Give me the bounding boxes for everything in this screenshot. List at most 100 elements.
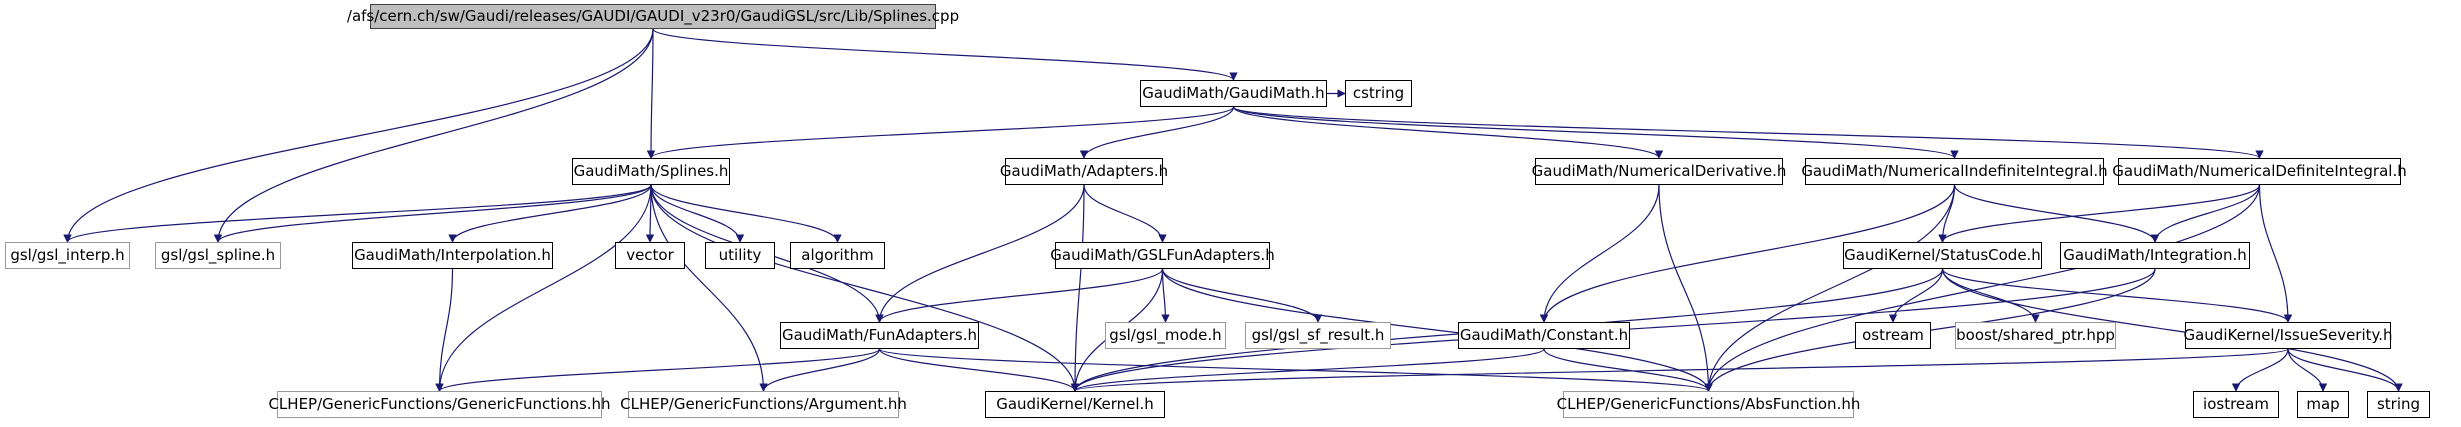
graph-edge-splines-to-gslspline bbox=[213, 184, 652, 243]
graph-node-label: GaudiMath/Interpolation.h bbox=[354, 246, 551, 264]
graph-node-vector[interactable]: vector bbox=[615, 242, 685, 269]
graph-node-label: gsl/gsl_interp.h bbox=[10, 246, 125, 264]
graph-node-label: boost/shared_ptr.hpp bbox=[1956, 326, 2115, 344]
graph-node-label: vector bbox=[626, 246, 674, 264]
graph-node-label: GaudiMath/NumericalDefiniteIntegral.h bbox=[2112, 162, 2407, 180]
graph-node-map[interactable]: map bbox=[2297, 391, 2349, 418]
graph-edge-funadapters-to-kernel bbox=[878, 348, 1080, 392]
graph-node-root[interactable]: /afs/cern.ch/sw/Gaudi/releases/GAUDI/GAU… bbox=[347, 4, 959, 29]
graph-edge-adapters-to-funadapters bbox=[875, 184, 1085, 323]
graph-edge-numdef-to-integration bbox=[2150, 184, 2261, 243]
graph-edge-funadapters-to-absfunction bbox=[878, 348, 1713, 392]
graph-edge-numdef-to-absfunction bbox=[1704, 184, 2261, 392]
graph-edge-splines-to-utility bbox=[650, 184, 745, 243]
graph-node-interpolation[interactable]: GaudiMath/Interpolation.h bbox=[352, 242, 553, 269]
graph-node-label: CLHEP/GenericFunctions/AbsFunction.hh bbox=[1556, 395, 1861, 413]
graph-node-label: cstring bbox=[1352, 84, 1405, 102]
graph-edge-numindef-to-constant bbox=[1539, 184, 1956, 323]
graph-node-label: GaudiMath/Adapters.h bbox=[999, 162, 1169, 180]
graph-node-label: GaudiKernel/StatusCode.h bbox=[1844, 246, 2041, 264]
graph-node-label: GaudiMath/GaudiMath.h bbox=[1142, 84, 1325, 102]
graph-node-label: iostream bbox=[2203, 395, 2269, 413]
graph-edge-constant-to-kernel bbox=[1070, 348, 1545, 392]
graph-edge-splines-to-algorithm bbox=[650, 184, 842, 243]
graph-node-label: GaudiMath/NumericalIndefiniteIntegral.h bbox=[1801, 162, 2108, 180]
graph-edge-splines-to-argument bbox=[650, 184, 768, 392]
graph-edge-adapters-to-gslfunad bbox=[1083, 184, 1167, 243]
graph-edge-issuesev-to-string bbox=[2287, 348, 2403, 392]
graph-node-statuscode[interactable]: GaudiKernel/StatusCode.h bbox=[1843, 242, 2042, 269]
graph-node-label: gsl/gsl_mode.h bbox=[1109, 326, 1222, 344]
graph-node-genericfun[interactable]: CLHEP/GenericFunctions/GenericFunctions.… bbox=[268, 391, 611, 418]
graph-node-gslmode[interactable]: gsl/gsl_mode.h bbox=[1105, 322, 1226, 349]
graph-node-label: CLHEP/GenericFunctions/GenericFunctions.… bbox=[268, 395, 611, 413]
graph-node-gaudimath[interactable]: GaudiMath/GaudiMath.h bbox=[1140, 80, 1327, 107]
graph-node-label: gsl/gsl_sf_result.h bbox=[1251, 326, 1385, 344]
graph-edge-gaudimath-to-numderiv bbox=[1232, 106, 1664, 159]
graph-node-numderiv[interactable]: GaudiMath/NumericalDerivative.h bbox=[1532, 158, 1786, 185]
graph-edge-issuesev-to-iostream bbox=[2231, 348, 2289, 392]
graph-node-label: GaudiKernel/Kernel.h bbox=[996, 395, 1154, 413]
graph-edge-statuscode-to-ostream bbox=[1888, 268, 1944, 323]
graph-edge-integration-to-absfunction bbox=[1704, 268, 2156, 392]
graph-node-integration[interactable]: GaudiMath/Integration.h bbox=[2060, 242, 2250, 269]
graph-edge-issuesev-to-kernel bbox=[1071, 348, 2289, 392]
graph-edge-splines-to-gslinterp bbox=[63, 184, 652, 243]
graph-node-argument[interactable]: CLHEP/GenericFunctions/Argument.hh bbox=[620, 391, 907, 418]
graph-node-label: utility bbox=[718, 246, 762, 264]
graph-node-label: GaudiMath/FunAdapters.h bbox=[781, 326, 977, 344]
graph-node-label: CLHEP/GenericFunctions/Argument.hh bbox=[620, 395, 907, 413]
graph-edge-numderiv-to-constant bbox=[1539, 184, 1660, 323]
graph-edge-root-to-gslinterp bbox=[63, 28, 654, 243]
graph-edge-adapters-to-kernel bbox=[1070, 184, 1085, 392]
graph-edge-gslfunad-to-gslmode bbox=[1161, 268, 1170, 323]
graph-node-ostream[interactable]: ostream bbox=[1855, 322, 1931, 349]
graph-node-cstring[interactable]: cstring bbox=[1345, 80, 1412, 107]
graph-node-numindef[interactable]: GaudiMath/NumericalIndefiniteIntegral.h bbox=[1801, 158, 2108, 185]
graph-node-absfunction[interactable]: CLHEP/GenericFunctions/AbsFunction.hh bbox=[1557, 391, 1860, 418]
graph-edge-numderiv-to-absfunction bbox=[1658, 184, 1713, 392]
graph-node-gslspline[interactable]: gsl/gsl_spline.h bbox=[155, 242, 281, 269]
graph-node-label: GaudiKernel/IssueSeverity.h bbox=[2183, 326, 2393, 344]
graph-node-issuesev[interactable]: GaudiKernel/IssueSeverity.h bbox=[2183, 322, 2393, 349]
graph-edge-root-to-splines bbox=[646, 28, 656, 159]
graph-edge-root-to-gslspline bbox=[213, 28, 654, 243]
graph-node-label: GaudiMath/Splines.h bbox=[573, 162, 729, 180]
graph-node-gslfunad[interactable]: GaudiMath/GSLFunAdapters.h bbox=[1050, 242, 1275, 269]
graph-edge-gaudimath-to-numindef bbox=[1232, 106, 1959, 159]
graph-node-label: /afs/cern.ch/sw/Gaudi/releases/GAUDI/GAU… bbox=[346, 7, 960, 25]
graph-edge-gaudimath-to-numdef bbox=[1232, 106, 2264, 159]
graph-node-label: map bbox=[2306, 395, 2340, 413]
graph-edge-gslfunad-to-gslsfresult bbox=[1161, 268, 1323, 323]
graph-edge-funadapters-to-argument bbox=[759, 348, 881, 392]
graph-node-algorithm[interactable]: algorithm bbox=[790, 242, 885, 269]
graph-node-utility[interactable]: utility bbox=[705, 242, 775, 269]
graph-node-gslinterp[interactable]: gsl/gsl_interp.h bbox=[5, 242, 130, 269]
graph-node-adapters[interactable]: GaudiMath/Adapters.h bbox=[1000, 158, 1168, 185]
graph-edge-issuesev-to-map bbox=[2287, 348, 2328, 392]
graph-edge-numdef-to-statuscode bbox=[1938, 184, 2261, 243]
graph-edge-gaudimath-to-splines bbox=[646, 106, 1235, 159]
graph-node-constant[interactable]: GaudiMath/Constant.h bbox=[1458, 322, 1630, 349]
graph-edge-splines-to-kernel bbox=[650, 184, 1080, 392]
graph-node-splines[interactable]: GaudiMath/Splines.h bbox=[572, 158, 730, 185]
graph-node-string[interactable]: string bbox=[2367, 391, 2430, 418]
graph-node-gslsfresult[interactable]: gsl/gsl_sf_result.h bbox=[1245, 322, 1391, 349]
graph-edge-funadapters-to-genericfun bbox=[435, 348, 881, 392]
graph-node-numdef[interactable]: GaudiMath/NumericalDefiniteIntegral.h bbox=[2112, 158, 2407, 185]
graph-node-label: algorithm bbox=[801, 246, 874, 264]
graph-node-funadapters[interactable]: GaudiMath/FunAdapters.h bbox=[780, 322, 979, 349]
graph-node-label: GaudiMath/GSLFunAdapters.h bbox=[1050, 246, 1275, 264]
graph-node-sharedptr[interactable]: boost/shared_ptr.hpp bbox=[1955, 322, 2116, 349]
graph-edge-numindef-to-integration bbox=[1953, 184, 2160, 243]
graph-edge-statuscode-to-string bbox=[1941, 268, 2403, 392]
graph-edge-constant-to-absfunction bbox=[1543, 348, 1713, 392]
graph-node-label: GaudiMath/Constant.h bbox=[1459, 326, 1629, 344]
graph-edge-numindef-to-absfunction bbox=[1704, 184, 1956, 392]
graph-node-label: gsl/gsl_spline.h bbox=[160, 246, 276, 264]
graph-node-iostream[interactable]: iostream bbox=[2193, 391, 2279, 418]
graph-node-kernel[interactable]: GaudiKernel/Kernel.h bbox=[985, 391, 1165, 418]
graph-edge-gslfunad-to-funadapters bbox=[875, 268, 1164, 323]
